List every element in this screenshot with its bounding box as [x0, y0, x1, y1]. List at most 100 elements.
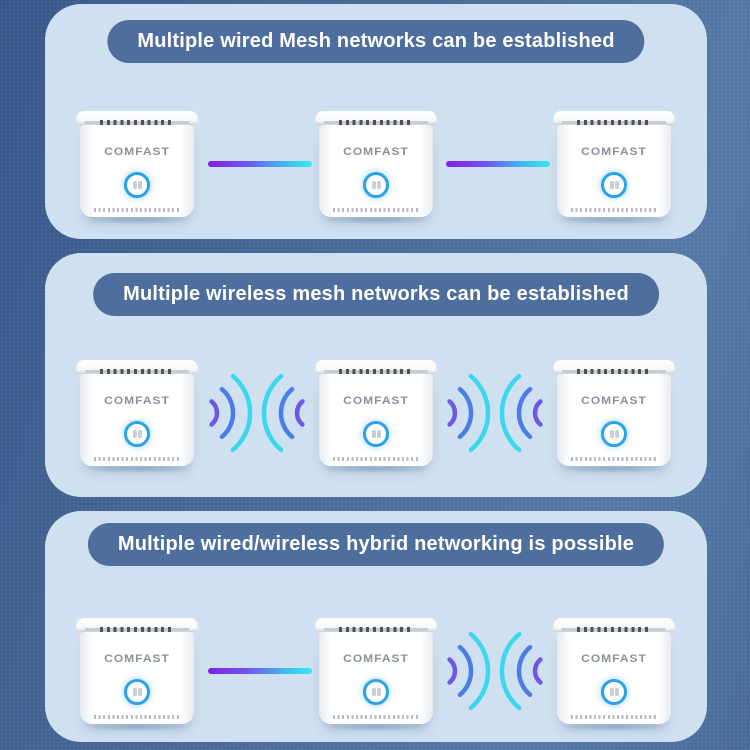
wifi-arc-inner — [532, 399, 543, 427]
router-bottom-vent — [333, 715, 419, 719]
mesh-led-button — [601, 679, 627, 705]
wifi-waves-left — [499, 373, 543, 453]
mesh-icon — [137, 181, 142, 189]
mesh-led-button — [601, 172, 627, 198]
mesh-icon — [376, 688, 381, 696]
wifi-arc-outer — [468, 631, 491, 711]
mesh-router-device: COMFAST — [315, 618, 437, 731]
mesh-router-device: COMFAST — [553, 111, 675, 224]
router-body: COMFAST — [80, 374, 194, 466]
wired-connection-line — [446, 161, 550, 167]
wifi-arc-middle — [457, 386, 474, 440]
brand-logo: COMFAST — [343, 651, 409, 665]
mesh-router-device: COMFAST — [76, 111, 198, 224]
mesh-icon — [371, 688, 376, 696]
mesh-router-device: COMFAST — [553, 618, 675, 731]
mesh-router-device: COMFAST — [315, 111, 437, 224]
wifi-arc-inner — [447, 657, 458, 685]
panel-hybrid-mesh: Multiple wired/wireless hybrid networkin… — [45, 511, 707, 742]
mesh-icon — [609, 430, 614, 438]
mesh-icon — [614, 181, 619, 189]
wifi-arc-inner — [447, 399, 458, 427]
mesh-icon — [614, 688, 619, 696]
mesh-icon — [137, 688, 142, 696]
router-bottom-vent — [94, 715, 180, 719]
wifi-waves-left — [261, 373, 305, 453]
mesh-icon — [376, 430, 381, 438]
router-bottom-vent — [571, 208, 657, 212]
mesh-router-device: COMFAST — [76, 618, 198, 731]
wifi-waves-left — [499, 631, 543, 711]
router-top-vent — [324, 369, 428, 374]
router-body: COMFAST — [557, 125, 671, 217]
mesh-icon — [137, 430, 142, 438]
router-bottom-vent — [94, 457, 180, 461]
wifi-arc-outer — [499, 373, 522, 453]
router-top-vent — [85, 627, 189, 632]
router-top-vent — [562, 120, 666, 125]
router-body: COMFAST — [80, 125, 194, 217]
mesh-icon — [132, 181, 137, 189]
panel-wireless-mesh: Multiple wireless mesh networks can be e… — [45, 253, 707, 497]
wifi-arc-middle — [219, 386, 236, 440]
mesh-router-device: COMFAST — [553, 360, 675, 473]
wireless-connection — [447, 631, 543, 711]
mesh-led-button — [363, 172, 389, 198]
router-top-vent — [85, 120, 189, 125]
router-top-vent — [562, 369, 666, 374]
brand-logo: COMFAST — [104, 393, 170, 407]
wifi-waves-right — [209, 373, 253, 453]
mesh-led-button — [124, 172, 150, 198]
router-body: COMFAST — [557, 632, 671, 724]
router-bottom-vent — [333, 457, 419, 461]
wifi-waves-right — [447, 631, 491, 711]
mesh-led-button — [363, 679, 389, 705]
panel-wired-mesh: Multiple wired Mesh networks can be esta… — [45, 4, 707, 239]
router-body: COMFAST — [319, 632, 433, 724]
mesh-icon — [609, 181, 614, 189]
router-body: COMFAST — [80, 632, 194, 724]
mesh-icon — [132, 430, 137, 438]
mesh-router-device: COMFAST — [76, 360, 198, 473]
brand-logo: COMFAST — [581, 144, 647, 158]
brand-logo: COMFAST — [104, 651, 170, 665]
router-body: COMFAST — [319, 374, 433, 466]
router-bottom-vent — [571, 715, 657, 719]
wifi-arc-middle — [516, 386, 533, 440]
brand-logo: COMFAST — [343, 144, 409, 158]
brand-logo: COMFAST — [581, 651, 647, 665]
mesh-icon — [132, 688, 137, 696]
router-body: COMFAST — [319, 125, 433, 217]
router-bottom-vent — [94, 208, 180, 212]
wifi-arc-middle — [516, 644, 533, 698]
panel-title-pill: Multiple wireless mesh networks can be e… — [93, 273, 659, 316]
wired-connection-line — [208, 668, 312, 674]
router-bottom-vent — [333, 208, 419, 212]
mesh-led-button — [124, 421, 150, 447]
brand-logo: COMFAST — [104, 144, 170, 158]
mesh-icon — [609, 688, 614, 696]
mesh-led-button — [601, 421, 627, 447]
mesh-led-button — [363, 421, 389, 447]
wifi-arc-outer — [230, 373, 253, 453]
wifi-arc-middle — [278, 386, 295, 440]
router-top-vent — [562, 627, 666, 632]
mesh-icon — [614, 430, 619, 438]
wifi-arc-outer — [499, 631, 522, 711]
wifi-arc-outer — [261, 373, 284, 453]
panel-title-pill: Multiple wired Mesh networks can be esta… — [107, 20, 645, 63]
mesh-icon — [371, 181, 376, 189]
router-bottom-vent — [571, 457, 657, 461]
brand-logo: COMFAST — [581, 393, 647, 407]
router-top-vent — [324, 627, 428, 632]
wireless-connection — [209, 373, 305, 453]
wifi-arc-inner — [209, 399, 220, 427]
mesh-icon — [371, 430, 376, 438]
mesh-led-button — [124, 679, 150, 705]
router-body: COMFAST — [557, 374, 671, 466]
mesh-router-device: COMFAST — [315, 360, 437, 473]
wifi-arc-outer — [468, 373, 491, 453]
wired-connection-line — [208, 161, 312, 167]
panel-title-pill: Multiple wired/wireless hybrid networkin… — [87, 523, 665, 566]
wireless-connection — [447, 373, 543, 453]
